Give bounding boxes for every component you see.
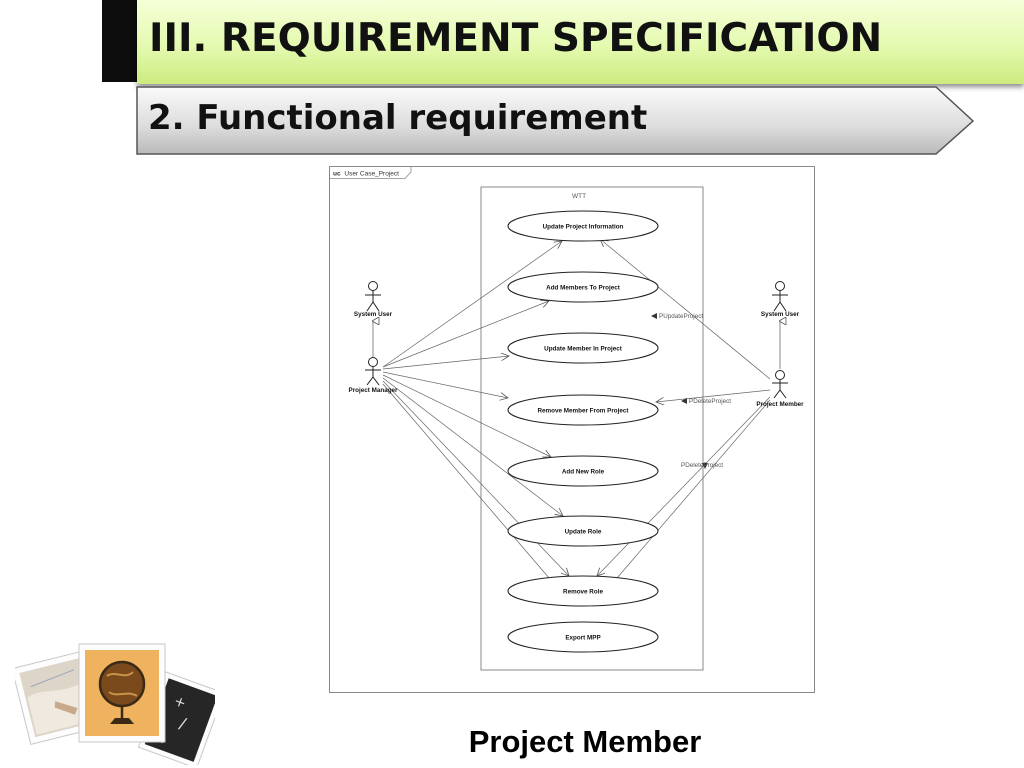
use-case-label: Remove Member From Project: [538, 408, 630, 415]
project-member-actor: [772, 370, 788, 399]
permission-marker-icon: [651, 313, 657, 319]
frame-label: User Case_Project: [344, 171, 399, 178]
left-system-user-label: System User: [354, 311, 393, 318]
permission-label: PDeleteProject: [689, 398, 731, 405]
use-case-remove-member-from-project: [507, 394, 659, 426]
use-case-update-member-in-project: [507, 332, 659, 364]
project-manager-label: Project Manager: [349, 387, 399, 394]
system-boundary: [480, 186, 704, 671]
slide-caption: Project Member: [468, 724, 702, 759]
use-case-label: Add Members To Project: [546, 285, 621, 292]
decorative-photo-collage: + / 2: [15, 643, 215, 765]
use-case-label: Remove Role: [563, 589, 603, 596]
right-system-user-actor: [772, 281, 788, 312]
subtitle-arrow-banner: [136, 86, 975, 155]
frame-label-tab: [329, 166, 412, 179]
permission-label: PDeleteProject: [681, 462, 723, 469]
use-case-label: Update Role: [565, 529, 602, 536]
use-case-update-project-information: [507, 210, 659, 242]
use-case-add-new-role: [507, 455, 659, 487]
right-system-user-label: System User: [761, 311, 800, 318]
slide-subtitle: 2. Functional requirement: [148, 98, 648, 138]
project-manager-actor: [365, 357, 381, 386]
diagram-frame: [329, 166, 815, 693]
svg-text:+: +: [172, 693, 188, 712]
member-associations: [593, 239, 771, 606]
use-case-label: Export MPP: [565, 635, 600, 642]
svg-text:uc User Case_Project: uc User Case_Project: [333, 171, 399, 178]
title-bar: III. REQUIREMENT SPECIFICATION: [137, 0, 1024, 84]
use-case-remove-role: [507, 575, 659, 607]
left-system-user-actor: [365, 281, 381, 312]
system-name: WTT: [572, 193, 586, 200]
use-case-add-members-to-project: [507, 271, 659, 303]
globe-photo: [78, 643, 166, 743]
use-case-diagram: uc User Case_Project WTT System User: [329, 166, 815, 693]
frame-keyword: uc: [333, 171, 341, 178]
permission-label: PUpdateProject: [659, 313, 703, 320]
slide-title: III. REQUIREMENT SPECIFICATION: [149, 16, 883, 61]
use-case-label: Add New Role: [562, 469, 605, 476]
use-case-label: Update Member In Project: [544, 346, 623, 353]
project-member-label: Project Member: [756, 401, 804, 408]
permission-marker-icon: [681, 398, 687, 404]
use-case-export-mpp: [507, 621, 659, 653]
use-case-label: Update Project Information: [543, 224, 624, 231]
title-accent-block: [102, 0, 138, 82]
permission-marker-icon: [702, 463, 708, 469]
use-case-update-role: [507, 515, 659, 547]
